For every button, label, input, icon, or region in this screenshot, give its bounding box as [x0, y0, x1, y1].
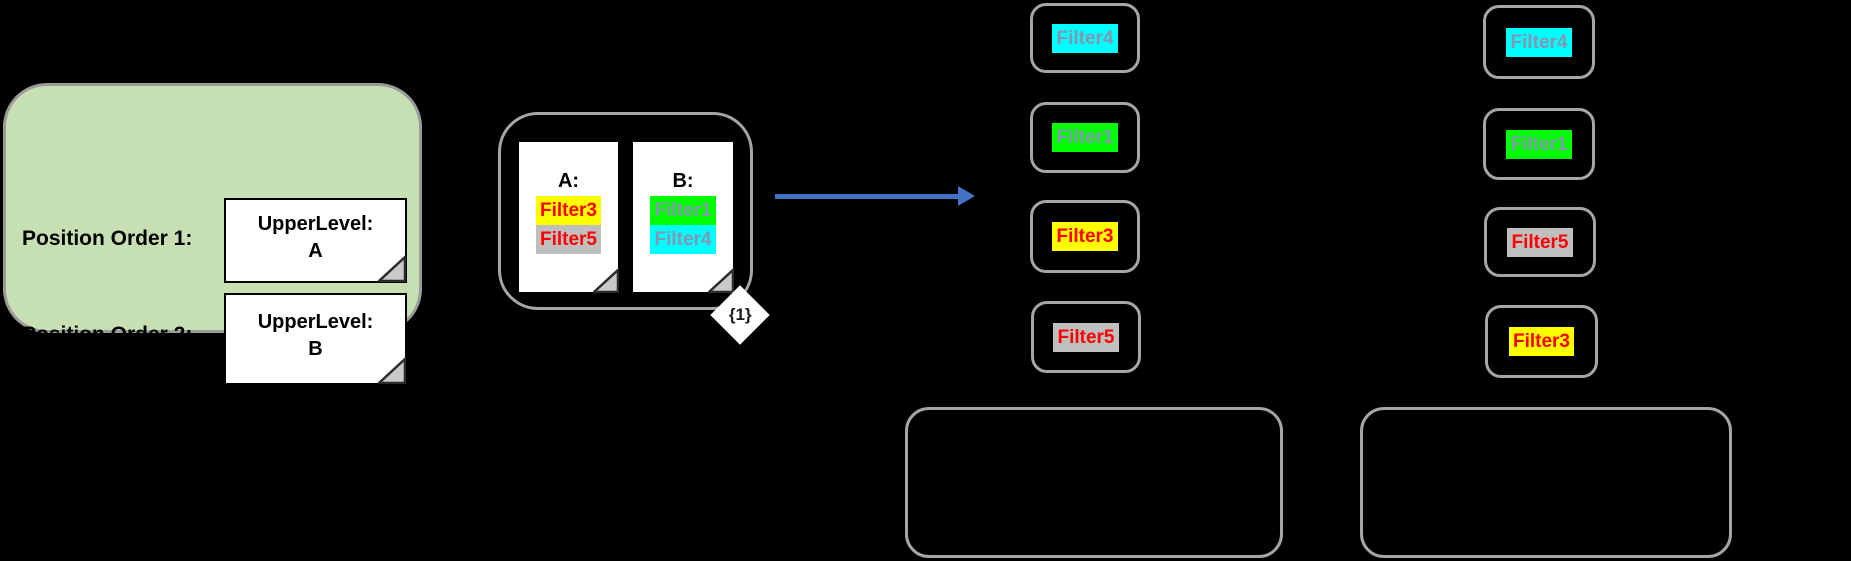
flow-arrow-shaft — [775, 194, 961, 199]
filter-chip-filter5: Filter5 — [1507, 227, 1573, 257]
position-order-2-label: Position Order 2: — [22, 323, 193, 346]
result-box-col1-row4: Filter5 — [1031, 301, 1141, 373]
upperlevel-b-line1: UpperLevel: — [257, 311, 374, 333]
result-box-col1-row2: Filter1 — [1030, 102, 1140, 173]
position-order-1-label: Position Order 1: — [22, 227, 193, 250]
folded-corner-icon — [378, 254, 406, 282]
filter-chip-filter5: Filter5 — [1053, 322, 1119, 352]
source-note-b-title: B: — [672, 170, 694, 192]
result-box-col2-row4: Filter3 — [1485, 305, 1598, 378]
result-box-col2-row2: Filter1 — [1483, 108, 1595, 180]
filter-chip-filter4: Filter4 — [1052, 23, 1118, 53]
result-container-1 — [905, 407, 1283, 558]
filter-chip-filter4: Filter4 — [1506, 27, 1572, 57]
result-container-2 — [1360, 407, 1732, 558]
upperlevel-a-line1: UpperLevel: — [257, 212, 374, 235]
result-box-col2-row3: Filter5 — [1484, 207, 1596, 277]
filter-chip-filter3: Filter3 — [535, 196, 602, 225]
arrow-right-icon — [958, 186, 975, 206]
result-box-col2-row1: Filter4 — [1483, 5, 1595, 79]
upperlevel-b-note: UpperLevel: B — [224, 293, 407, 385]
filter-chip-filter1: Filter1 — [1506, 129, 1572, 159]
filter-chip-filter4: Filter4 — [650, 225, 716, 254]
upperlevel-a-note: UpperLevel: A — [224, 198, 407, 283]
folded-corner-icon — [593, 267, 619, 293]
source-note-a-title: A: — [557, 170, 580, 192]
filter-chip-filter1: Filter1 — [650, 196, 716, 225]
folded-corner-icon — [378, 356, 406, 384]
filter-chip-filter1: Filter1 — [1052, 123, 1118, 152]
result-box-col1-row3: Filter3 — [1030, 200, 1140, 273]
folded-corner-icon — [708, 267, 734, 293]
upperlevel-b-line2: B — [308, 338, 323, 360]
legend-panel: Position Order 1: Position Order 2: Uppe… — [3, 83, 422, 385]
source-note-b: B: Filter1 Filter4 — [633, 142, 734, 293]
filter-chip-filter3: Filter3 — [1052, 222, 1118, 251]
source-note-a: A: Filter3 Filter5 — [519, 142, 619, 293]
filter-chip-filter5: Filter5 — [535, 225, 602, 254]
upperlevel-a-line2: A — [308, 239, 323, 262]
filter-chip-filter3: Filter3 — [1508, 327, 1575, 356]
multiplicity-badge-label: {1} — [728, 305, 752, 324]
result-box-col1-row1: Filter4 — [1030, 3, 1140, 73]
